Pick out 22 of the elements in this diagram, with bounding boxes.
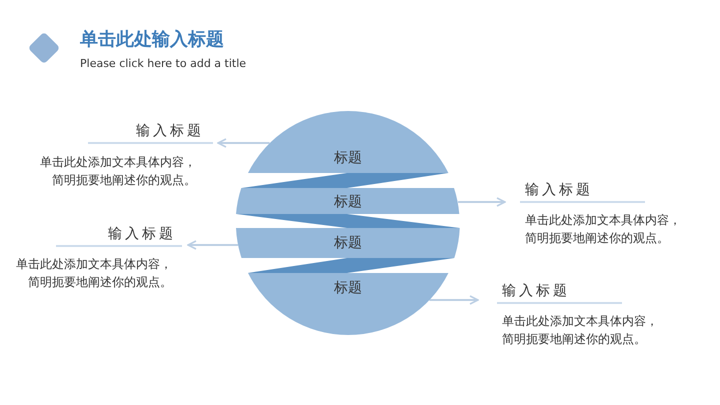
item-heading: 输入标题 <box>56 224 182 247</box>
item-heading: 输入标题 <box>520 180 645 203</box>
sphere-band <box>236 188 460 214</box>
item-description: 单击此处添加文本具体内容，简明扼要地阐述你的观点。 <box>525 212 682 247</box>
item-description: 单击此处添加文本具体内容，简明扼要地阐述你的观点。 <box>15 256 172 291</box>
arrow <box>429 295 479 305</box>
band-label: 标题 <box>334 279 362 297</box>
page-subtitle: Please click here to add a title <box>80 57 246 71</box>
item-description: 单击此处添加文本具体内容，简明扼要地阐述你的观点。 <box>502 313 659 348</box>
sphere-band <box>236 228 460 258</box>
arrow <box>217 138 270 148</box>
item-heading: 输入标题 <box>497 281 622 304</box>
arrow <box>458 197 506 207</box>
page-title: 单击此处输入标题 <box>80 28 224 52</box>
item-description: 单击此处添加文本具体内容，简明扼要地阐述你的观点。 <box>39 154 196 189</box>
sphere-band <box>248 273 448 335</box>
band-label: 标题 <box>334 149 362 167</box>
band-label: 标题 <box>334 234 362 252</box>
band-label: 标题 <box>334 193 362 211</box>
arrow <box>187 240 238 250</box>
sphere-band <box>248 111 448 173</box>
item-heading: 输入标题 <box>88 121 213 144</box>
